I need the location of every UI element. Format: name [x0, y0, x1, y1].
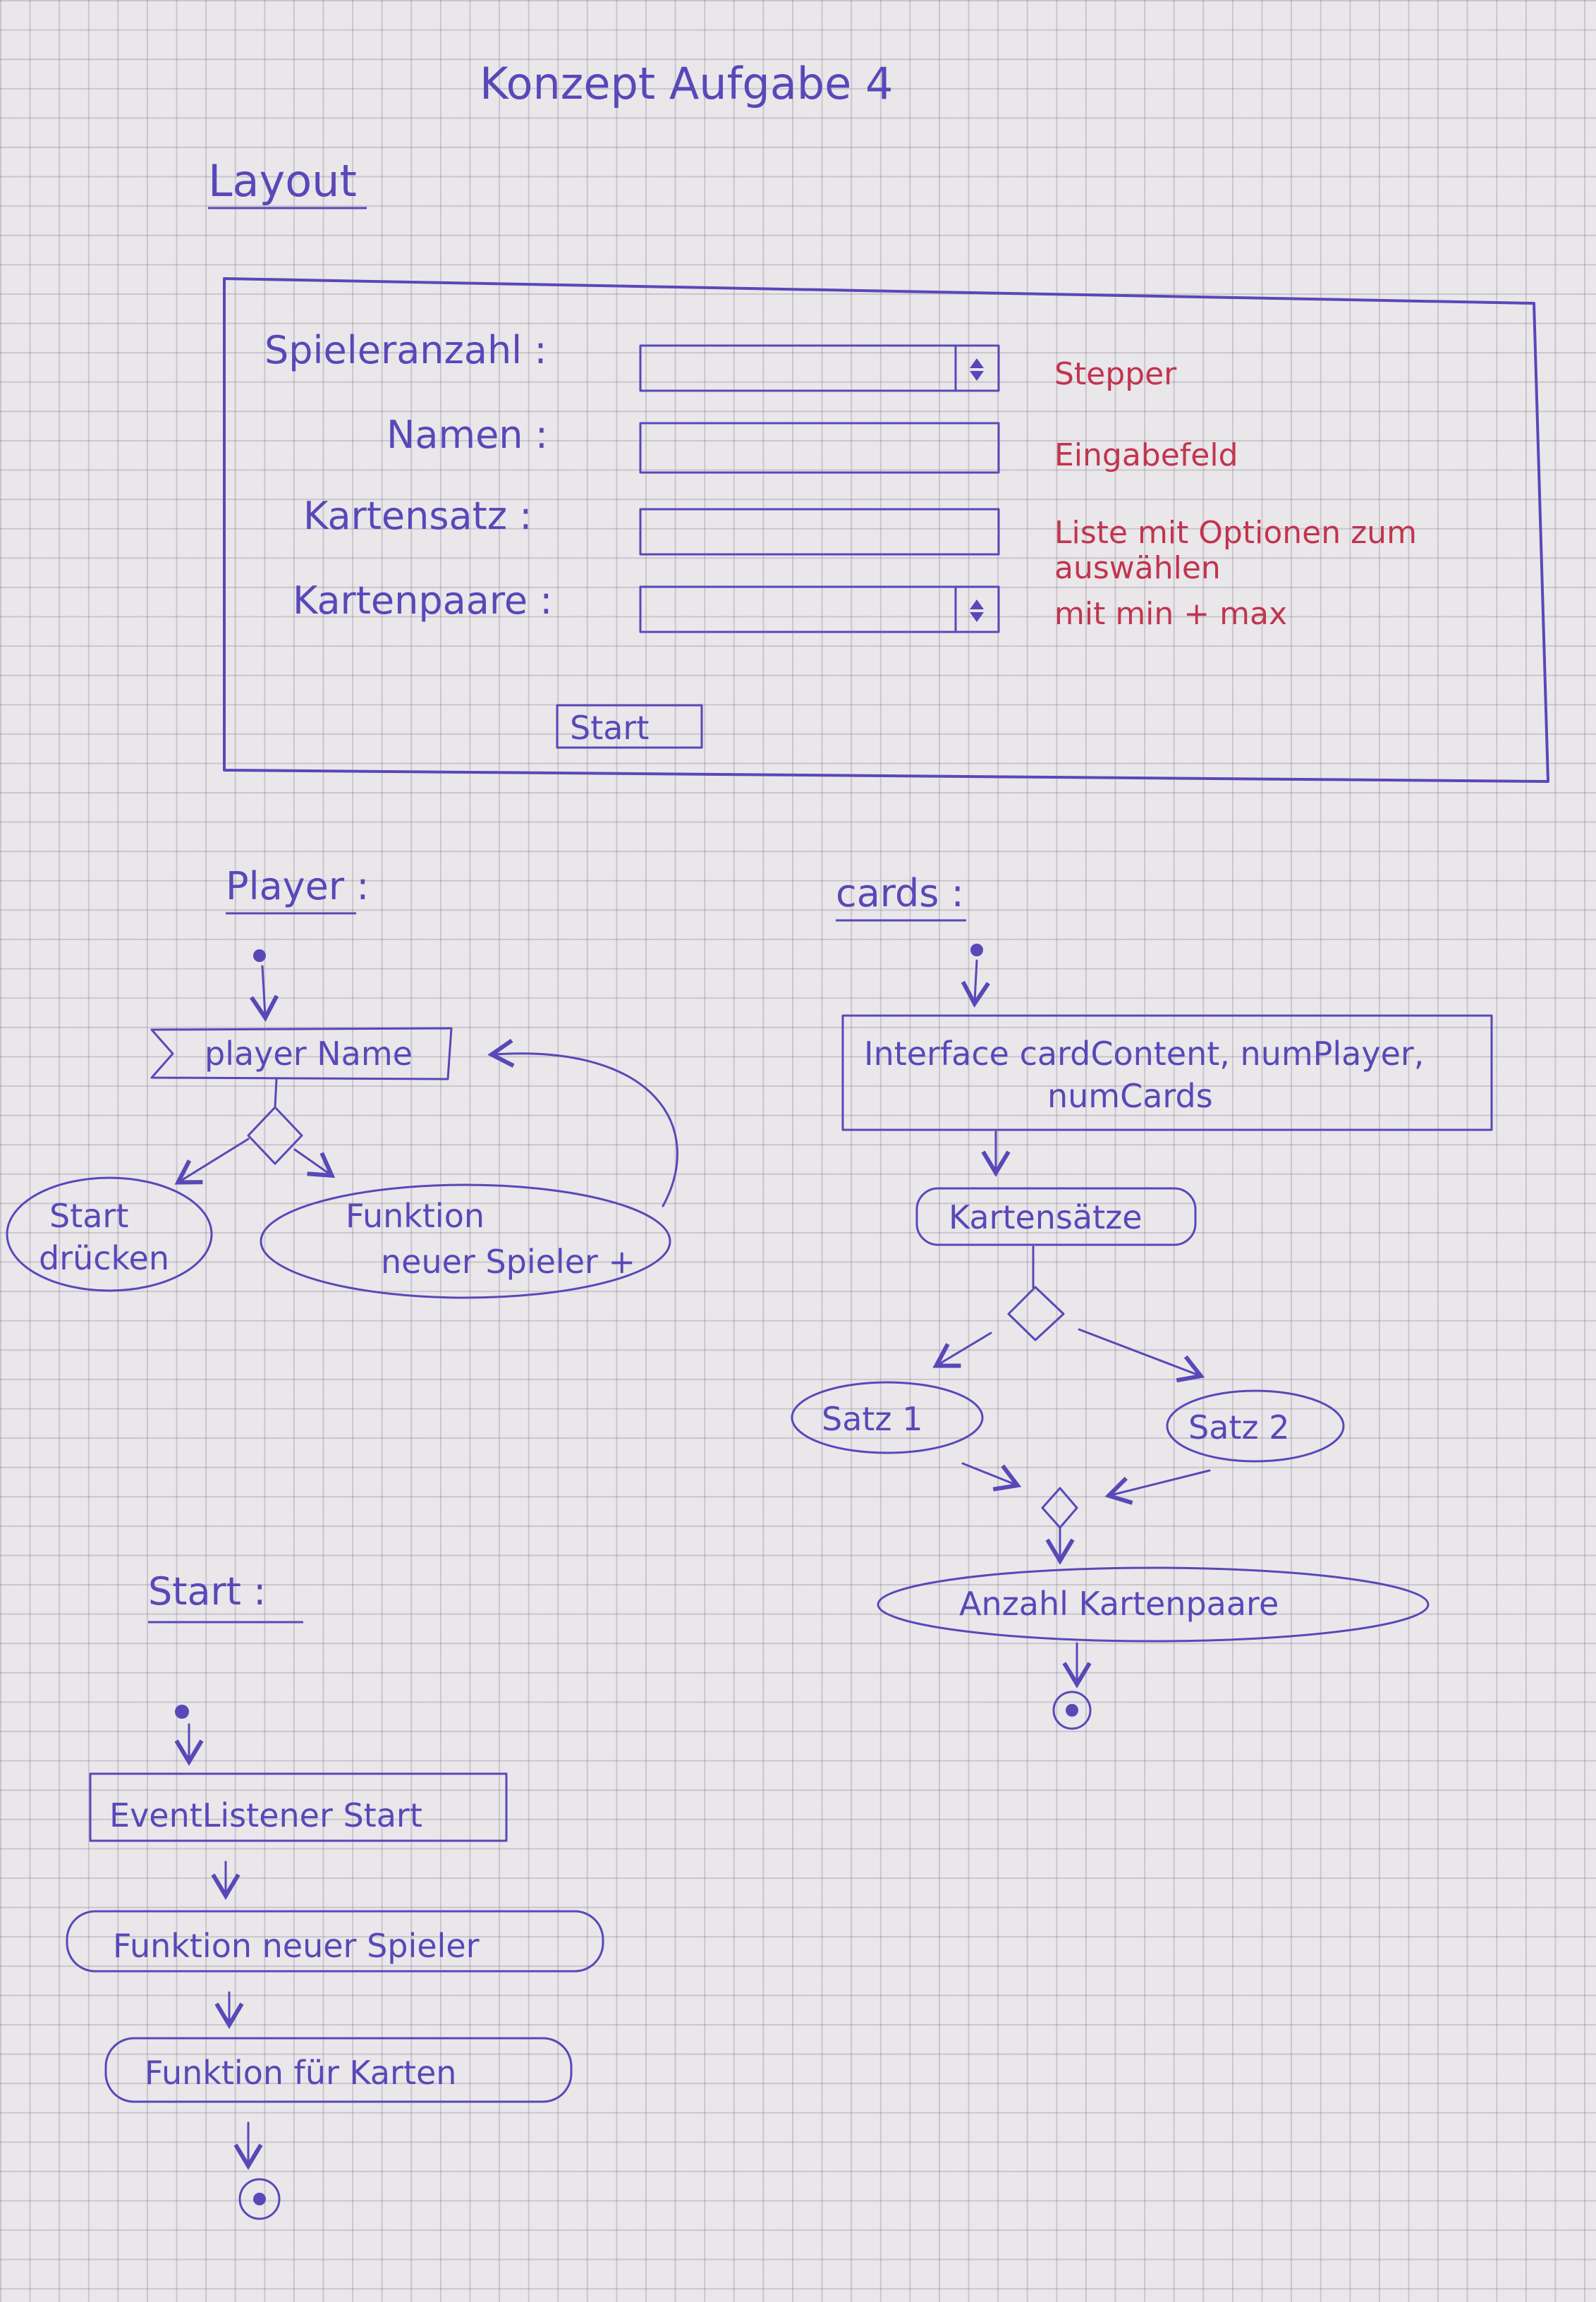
- satz1-label: Satz 1: [822, 1400, 922, 1438]
- cards-decision-diamond: [1007, 1286, 1065, 1341]
- start-flow-node: [175, 1705, 189, 1719]
- field-label-kartenpaare: Kartenpaare :: [293, 578, 552, 623]
- loop-arrow: [487, 1038, 678, 1207]
- satz1-node: [791, 1381, 984, 1454]
- player-name-label: player Name: [205, 1035, 413, 1073]
- cards-heading: cards :: [836, 871, 964, 915]
- interface-node: [841, 1014, 1493, 1131]
- anzahl-kartenpaare-label: Anzahl Kartenpaare: [959, 1585, 1279, 1623]
- kartensaetze-node: [915, 1187, 1197, 1246]
- funktion-neuer-spieler-label: Funktion neuer Spieler: [113, 1927, 480, 1965]
- note-liste-2: auswählen: [1054, 550, 1221, 586]
- start-druecken-line2: drücken: [39, 1239, 169, 1277]
- cards-end-node: [1052, 1691, 1092, 1730]
- kartenpaare-stepper[interactable]: [639, 585, 1000, 633]
- kartensaetze-label: Kartensätze: [949, 1198, 1143, 1236]
- namen-field[interactable]: [639, 422, 1000, 474]
- spieleranzahl-stepper[interactable]: [639, 344, 1000, 392]
- funktion-neuer-spieler-node: [260, 1183, 671, 1299]
- funktion-line1: Funktion: [346, 1197, 485, 1235]
- stepper-arrows-icon: [970, 358, 984, 381]
- satz2-node: [1166, 1389, 1345, 1463]
- layout-heading: Layout: [208, 155, 357, 207]
- cards-start-node: [970, 944, 983, 956]
- page-title: Konzept Aufgabe 4: [480, 58, 893, 109]
- funktion-karten-label: Funktion für Karten: [145, 2054, 456, 2092]
- satz2-label: Satz 2: [1188, 1408, 1289, 1447]
- note-min-max: mit min + max: [1054, 596, 1287, 632]
- merge-diamond: [1041, 1487, 1078, 1529]
- funktion-line2: neuer Spieler +: [381, 1243, 635, 1281]
- start-end-node: [238, 2178, 281, 2220]
- note-liste: Liste mit Optionen zum: [1054, 515, 1417, 551]
- start-button[interactable]: [556, 704, 703, 749]
- start-node: [253, 949, 266, 962]
- stepper-arrows-icon: [970, 599, 984, 622]
- interface-line2: numCards: [1047, 1077, 1213, 1115]
- start-druecken-line1: Start: [49, 1197, 128, 1235]
- field-label-kartensatz: Kartensatz :: [303, 494, 532, 538]
- player-name-node: [150, 1027, 453, 1080]
- eventlistener-node: [89, 1772, 508, 1842]
- decision-diamond: [247, 1106, 303, 1165]
- field-label-namen: Namen :: [386, 413, 548, 457]
- kartensatz-select[interactable]: [639, 508, 1000, 556]
- layout-frame: [223, 277, 1549, 783]
- start-druecken-node: [6, 1176, 213, 1292]
- start-button-label: Start: [570, 709, 649, 747]
- start-heading: Start :: [148, 1569, 266, 1614]
- funktion-karten-step: [104, 2037, 573, 2103]
- note-stepper: Stepper: [1054, 356, 1177, 392]
- anzahl-kartenpaare-node: [877, 1566, 1430, 1643]
- note-eingabefeld: Eingabefeld: [1054, 437, 1238, 473]
- eventlistener-label: EventListener Start: [109, 1796, 422, 1834]
- interface-line1: Interface cardContent, numPlayer,: [864, 1035, 1424, 1073]
- player-heading: Player :: [226, 864, 369, 908]
- funktion-neuer-spieler-step: [66, 1910, 604, 1973]
- field-label-spieleranzahl: Spieleranzahl :: [264, 328, 547, 372]
